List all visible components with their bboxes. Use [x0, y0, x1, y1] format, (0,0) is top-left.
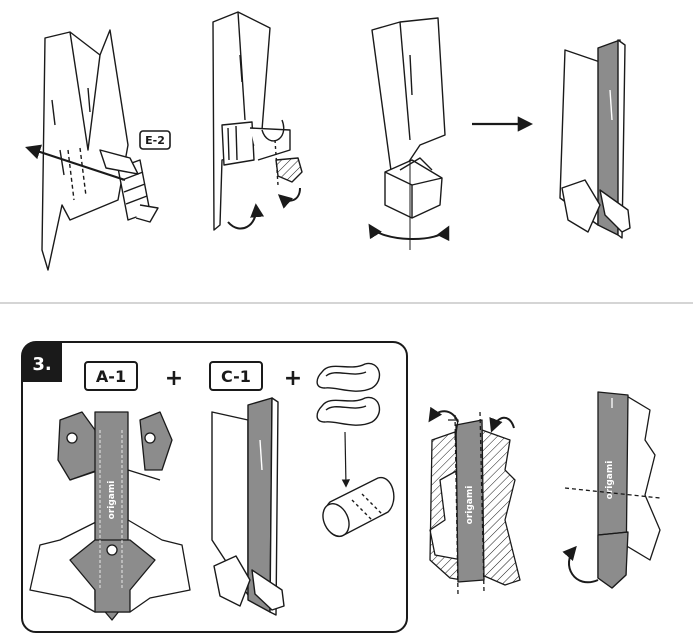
rotate-arrow-icon	[227, 203, 265, 230]
folded-part-c1	[211, 397, 285, 616]
step-number: 3.	[32, 354, 51, 375]
top-figure-1	[41, 29, 159, 271]
rotate-arrow-icon-2	[277, 187, 301, 209]
top-figure-4	[559, 39, 631, 239]
part-tag-a1-text: A-1	[96, 367, 126, 386]
arrow-left-icon	[25, 144, 126, 182]
tape-label-upright: origami	[605, 461, 615, 500]
curve-arrow-icon	[428, 406, 459, 423]
curve-arrow-icon-2	[489, 416, 515, 433]
part-tag-c1-text: C-1	[221, 367, 251, 386]
plus-sign-1: +	[165, 366, 183, 391]
part-tag-c1: C-1	[209, 361, 263, 391]
flat-part-a1: origami	[29, 411, 191, 621]
rotate-base-icon	[368, 223, 450, 242]
plus-sign-2: +	[284, 366, 302, 391]
curve-down-arrow-icon	[562, 545, 599, 584]
upright-assembly: origami	[564, 391, 661, 589]
part-tag-a1: A-1	[84, 361, 138, 391]
top-figure-3	[371, 17, 446, 250]
tape-label-a1: origami	[107, 481, 117, 520]
tape-pieces	[316, 362, 395, 537]
part-tag-e2: E-2	[139, 130, 171, 150]
hatched-assembly: origami	[429, 411, 521, 596]
part-tag-e2-text: E-2	[145, 134, 165, 147]
tape-label-assembly: origami	[465, 486, 475, 525]
top-figure-2	[212, 11, 303, 231]
